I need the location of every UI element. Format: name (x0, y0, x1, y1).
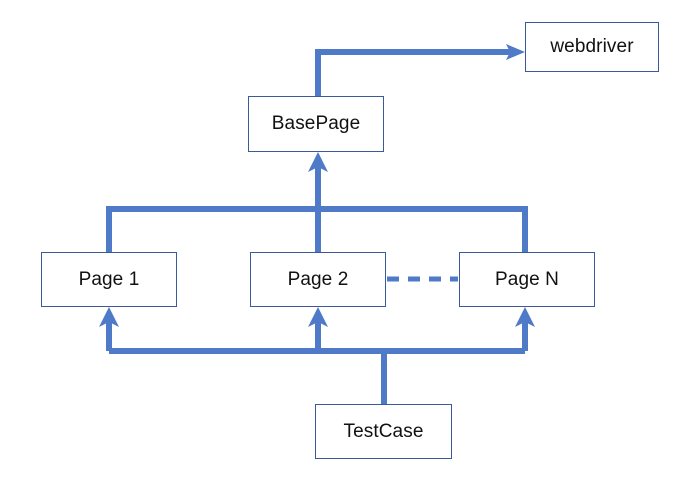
node-page-n[interactable]: Page N (459, 252, 595, 307)
arrowhead-basepage (308, 152, 328, 172)
node-page-2-label: Page 2 (287, 268, 349, 290)
node-page-n-label: Page N (495, 268, 559, 290)
edge-testcase-to-pages (99, 307, 535, 404)
arrowhead-page2 (308, 307, 328, 327)
node-testcase[interactable]: TestCase (315, 404, 452, 459)
arrowhead-webdriver (506, 44, 525, 60)
node-page-1[interactable]: Page 1 (41, 252, 177, 307)
node-page-1-label: Page 1 (78, 268, 140, 290)
node-page-2[interactable]: Page 2 (250, 252, 386, 307)
edge-pages-to-basepage (106, 152, 528, 252)
node-testcase-label: TestCase (343, 420, 424, 442)
node-webdriver[interactable]: webdriver (525, 22, 659, 72)
node-basepage-label: BasePage (271, 113, 361, 134)
edge-basepage-to-webdriver (315, 44, 525, 97)
node-basepage[interactable]: BasePage (248, 96, 384, 152)
arrowhead-page1 (99, 307, 119, 327)
arrowhead-pagen (515, 307, 535, 327)
node-webdriver-label: webdriver (550, 36, 634, 57)
